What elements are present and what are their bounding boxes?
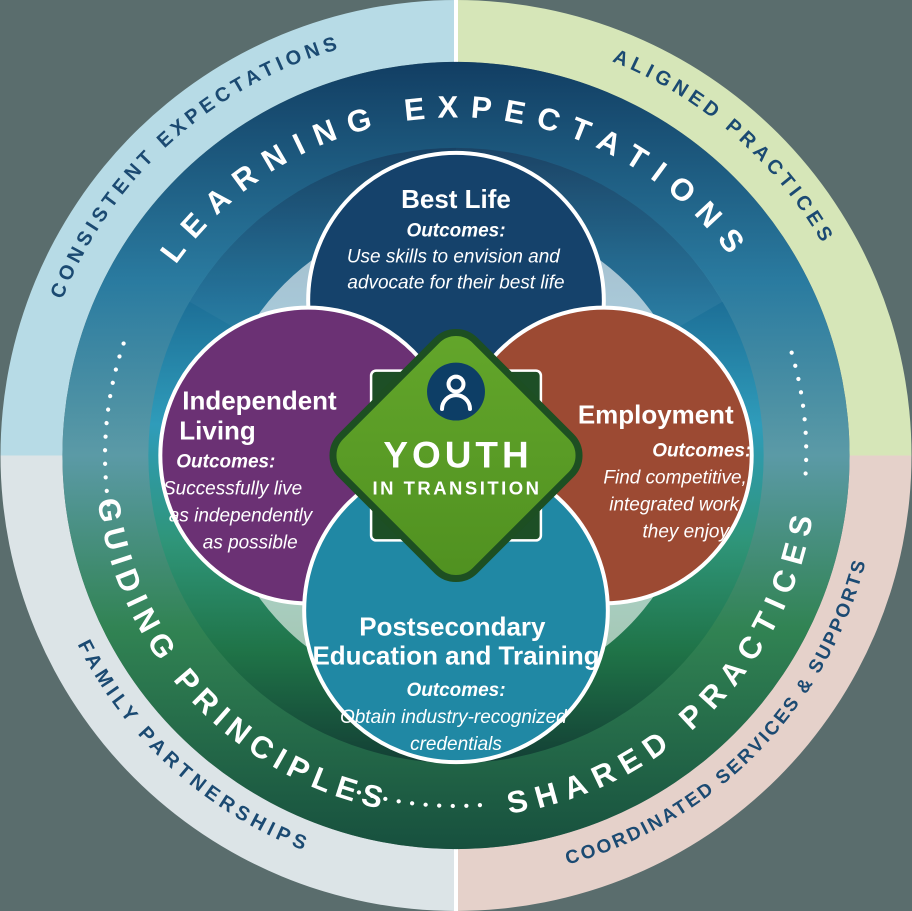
center-subtitle: IN TRANSITION <box>373 477 542 498</box>
center-title: YOUTH <box>383 434 532 475</box>
person-icon-head <box>446 374 466 394</box>
person-icon <box>427 362 485 421</box>
outer-band-bottom-right <box>456 455 912 911</box>
employment-title: Employment <box>578 400 734 430</box>
outer-band-bottom-left <box>0 455 456 911</box>
best-life-outcomes: Use skills to envision and advocate for … <box>347 247 565 294</box>
best-life-outcomes-label: Outcomes: <box>406 221 505 242</box>
independent-living-outcomes-label: Outcomes: <box>176 451 275 472</box>
person-icon-shoulders <box>440 393 472 412</box>
postsecondary-outcomes-label: Outcomes: <box>406 680 505 701</box>
postsecondary-title: Postsecondary Education and Training <box>312 611 599 670</box>
independent-living-outcomes: Successfully live as independently as po… <box>163 478 318 553</box>
best-life-text: Best Life Outcomes: Use skills to envisi… <box>347 184 565 294</box>
independent-living-title: Independent Living <box>179 386 344 446</box>
band-divider-top <box>454 0 458 64</box>
best-life-title: Best Life <box>401 184 511 214</box>
employment-outcomes: Find competitive, integrated work they e… <box>603 467 752 542</box>
dotted-arc-bottom <box>346 787 483 809</box>
employment-outcomes-label: Outcomes: <box>652 440 751 461</box>
band-divider-bottom <box>454 847 458 911</box>
dotted-arcs <box>102 333 809 809</box>
center-diamond <box>329 328 583 583</box>
outer-band-top-left <box>0 0 456 456</box>
postsecondary-text: Postsecondary Education and Training Out… <box>312 611 599 755</box>
postsecondary-outcomes: Obtain industry-recognized credentials <box>340 707 572 755</box>
independent-living-text: Independent Living Outcomes: Successfull… <box>163 386 344 554</box>
outer-band-top-right <box>456 0 912 456</box>
employment-text: Employment Outcomes: Find competitive, i… <box>578 400 752 543</box>
